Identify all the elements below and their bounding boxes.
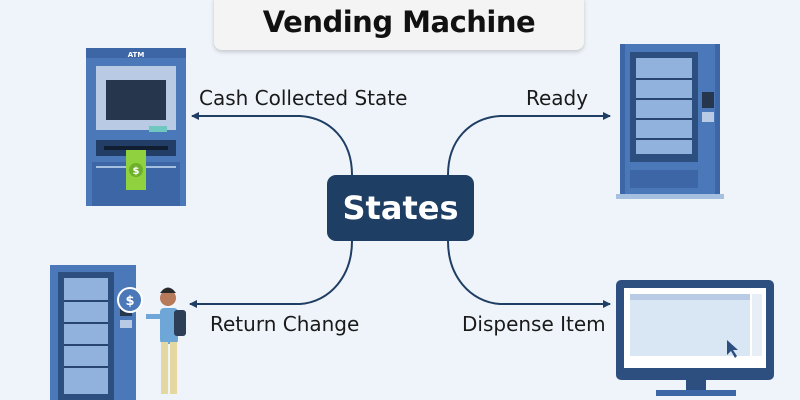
connector-cash-collected — [191, 112, 353, 176]
state-label-return-change: Return Change — [210, 312, 360, 336]
atm-bill-symbol: $ — [133, 166, 140, 177]
state-label-dispense-item: Dispense Item — [462, 312, 606, 336]
computer-monitor-icon — [616, 280, 774, 396]
state-label-ready: Ready — [526, 86, 589, 110]
atm-icon: ATM $ — [86, 48, 186, 206]
atm-sign: ATM — [128, 51, 145, 59]
coin-symbol: $ — [125, 294, 134, 309]
title-banner: Vending Machine — [214, 0, 584, 50]
diagram-title: Vending Machine — [262, 5, 536, 39]
vending-machine-customer-icon: $ — [50, 265, 186, 400]
state-label-cash-collected: Cash Collected State — [199, 86, 408, 110]
connector-ready — [447, 112, 611, 176]
states-node-label: States — [342, 189, 459, 227]
vending-machine-icon — [616, 44, 724, 199]
connector-return-change — [189, 240, 353, 308]
states-node: States — [327, 175, 474, 241]
connector-dispense-item — [447, 240, 611, 308]
